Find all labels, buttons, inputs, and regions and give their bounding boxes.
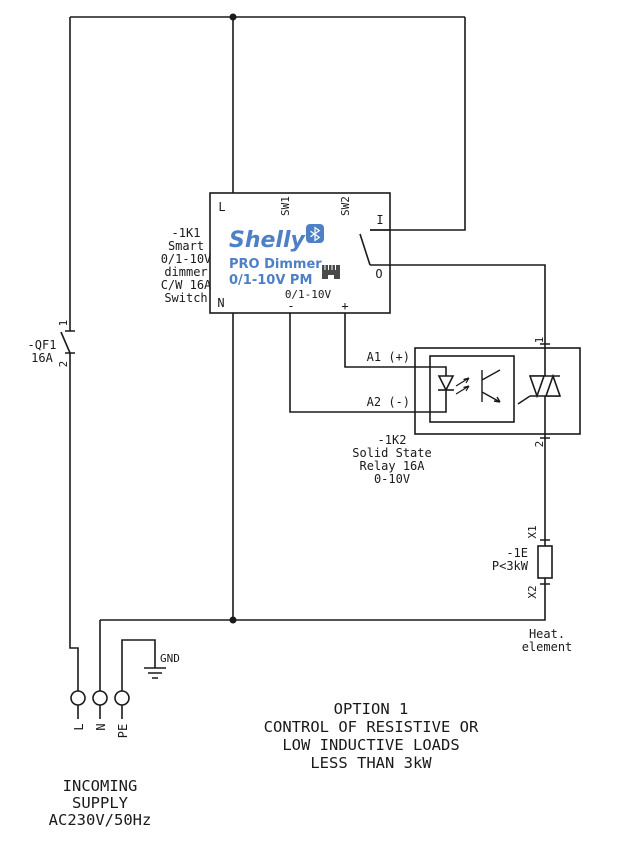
- ssr-line2: Solid State: [352, 446, 431, 460]
- shelly-device-box: [209, 192, 391, 314]
- shelly-sw2-label: SW2: [339, 196, 352, 216]
- shelly-model-name: 0/1-10V PM: [229, 273, 312, 288]
- ssr-a1-label: A1 (+): [367, 350, 410, 364]
- supply-title-line3: AC230V/50Hz: [49, 811, 152, 829]
- opto-emission-arrows: [455, 377, 470, 395]
- heater-resistor: [537, 545, 553, 579]
- shelly-terminal-o-label: O: [375, 267, 382, 281]
- option-note-line3: LOW INDUCTIVE LOADS: [282, 736, 459, 754]
- device-note-line4: dimmer: [164, 265, 207, 279]
- supply-pe-label: PE: [116, 724, 130, 738]
- shelly-plus-terminal-label: +: [341, 299, 348, 313]
- wire-control: [289, 313, 447, 413]
- opto-led-symbol: [437, 375, 455, 392]
- breaker-terminal-1: 1: [57, 320, 70, 327]
- heater-ref: -1E: [506, 546, 528, 560]
- ssr-box: [414, 347, 581, 435]
- breaker-ref: -QF1: [28, 338, 57, 352]
- terminal-circle-pe: [114, 690, 130, 706]
- supply-n-label: N: [94, 723, 108, 730]
- triac-triangles: [528, 373, 562, 399]
- heater-caption-line2: element: [522, 640, 573, 654]
- ethernet-icon: [322, 265, 340, 279]
- terminal-circle-l: [70, 690, 86, 706]
- supply-title-line2: SUPPLY: [72, 794, 129, 812]
- breaker-terminal-2: 2: [57, 361, 70, 368]
- supply-l-label: L: [72, 723, 86, 730]
- terminal-circle-n: [92, 690, 108, 706]
- shelly-terminal-n-label: N: [217, 296, 224, 310]
- bluetooth-icon: [306, 224, 324, 243]
- ssr-terminal-1: 1: [533, 337, 546, 344]
- heater-power: P<3kW: [492, 559, 529, 573]
- gnd-label: GND: [160, 652, 180, 665]
- breaker-contact: [60, 330, 75, 354]
- option-note-line2: CONTROL OF RESISTIVE OR: [264, 718, 479, 736]
- heater-terminal-x2: X2: [526, 585, 539, 598]
- supply-title-line1: INCOMING: [63, 777, 138, 795]
- device-note-line5: C/W 16A: [161, 278, 212, 292]
- ssr-line4: 0-10V: [374, 472, 410, 486]
- ssr-terminal-2: 2: [533, 441, 546, 448]
- opto-detector-symbol: [481, 369, 531, 405]
- device-note-ref: -1K1: [172, 226, 201, 240]
- heater-terminal-x1: X1: [526, 525, 539, 538]
- terminal-ticks: [540, 343, 550, 585]
- shelly-product-name: PRO Dimmer: [229, 257, 322, 272]
- shelly-logo: Shelly: [229, 228, 307, 253]
- device-note-line2: Smart: [168, 239, 204, 253]
- earth-symbol: [144, 667, 166, 679]
- option-note-line1: OPTION 1: [334, 700, 409, 718]
- ssr-ref: -1K2: [378, 433, 407, 447]
- ssr-line3: Relay 16A: [359, 459, 425, 473]
- heater-caption-line1: Heat.: [529, 627, 565, 641]
- breaker-rating: 16A: [31, 351, 53, 365]
- device-note-line6: Switch: [164, 291, 207, 305]
- shelly-terminal-i-label: I: [376, 213, 383, 227]
- junction-dot-bottom: [229, 616, 237, 624]
- dimmer-relay-contact: [359, 229, 390, 266]
- ssr-opto-box: [429, 355, 515, 423]
- terminal-stubs: [77, 705, 123, 719]
- shelly-dim-output-label: 0/1-10V: [285, 288, 332, 301]
- wiring-layer: [60, 16, 581, 719]
- label-layer: L N SW1 SW2 I O Shelly PRO Dimmer 0/1-10…: [28, 196, 573, 829]
- ssr-a2-label: A2 (-): [367, 395, 410, 409]
- device-note-line3: 0/1-10V: [161, 252, 212, 266]
- junction-dot-top: [229, 13, 237, 21]
- shelly-terminal-l-label: L: [218, 200, 225, 214]
- shelly-sw1-label: SW1: [279, 196, 292, 216]
- wire-mains: [69, 16, 546, 691]
- option-note-line4: LESS THAN 3kW: [310, 754, 432, 772]
- shelly-minus-terminal-label: -: [287, 299, 294, 313]
